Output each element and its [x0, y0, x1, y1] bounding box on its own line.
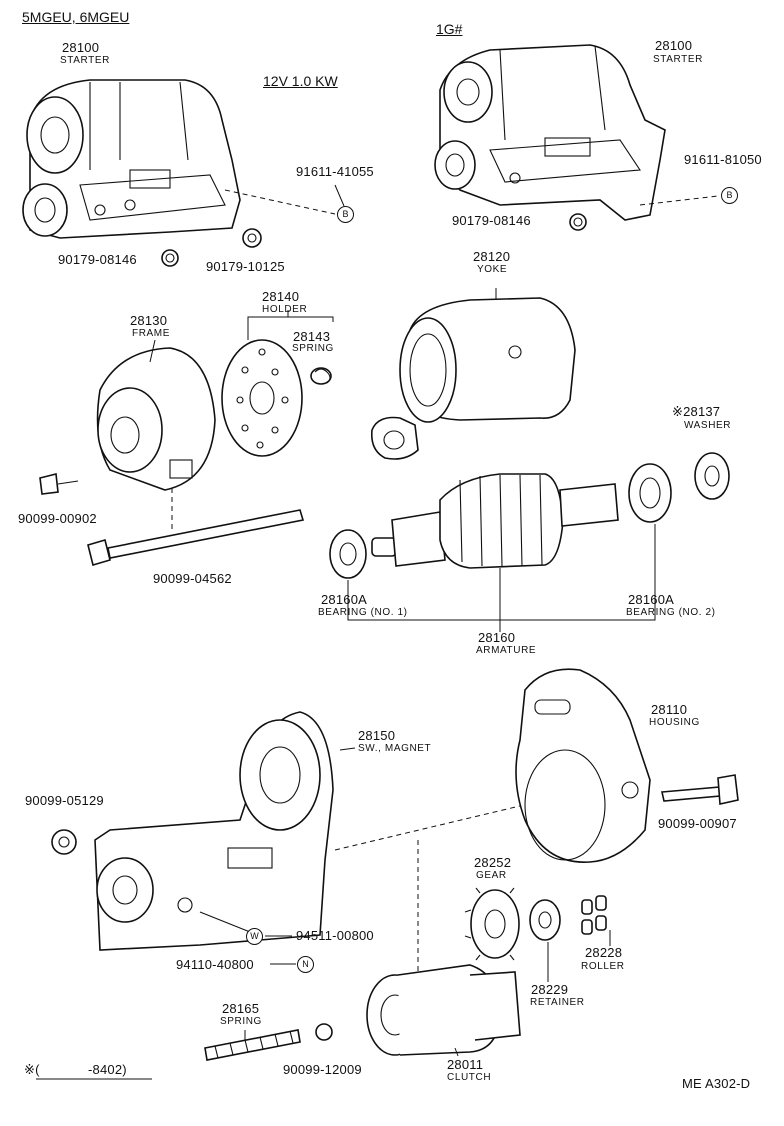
clutch-spring-drawing: [204, 1029, 301, 1061]
starter-left-drawing: [22, 79, 241, 239]
brush-spring-number: 28143: [293, 329, 331, 344]
bolt-left-mark: B: [337, 206, 354, 223]
bearing-1-drawing: [329, 529, 367, 579]
armature-drawing: [371, 473, 619, 569]
starter-left-number: 28100: [62, 40, 100, 55]
housing-drawing: [515, 668, 651, 863]
frame-drawing: [96, 347, 216, 491]
starter-left-name: STARTER: [60, 55, 110, 66]
washer-name: WASHER: [684, 420, 732, 431]
retainer-number: 28229: [531, 982, 569, 997]
brush-spring-drawing: [310, 367, 332, 385]
starter-right-number: 28100: [655, 38, 693, 53]
right-models-heading: 1G#: [436, 21, 463, 37]
footnote-range: -8402): [88, 1062, 127, 1077]
bolt-left-number: 91611-41055: [296, 164, 374, 179]
housing-name: HOUSING: [649, 717, 700, 728]
nut-right-drawing: [569, 213, 587, 231]
yoke-name: YOKE: [477, 264, 508, 275]
nut-w-mark: W: [246, 928, 263, 945]
holder-drawing: [221, 339, 303, 457]
housing-bolt-drawing: [661, 774, 739, 805]
rollers-drawing: [581, 895, 607, 935]
gear-name: GEAR: [476, 870, 507, 881]
clutch-name: CLUTCH: [447, 1072, 492, 1083]
washer-drawing: [694, 452, 730, 500]
nut-n-number: 94110-40800: [176, 957, 254, 972]
bearing-1-name: BEARING (NO. 1): [318, 607, 408, 618]
bearing-1-number: 28160A: [321, 592, 368, 607]
bolt-right-number: 91611-81050: [684, 152, 762, 167]
left-models-heading: 5MGEU, 6MGEU: [22, 9, 130, 25]
ball-drawing: [315, 1023, 333, 1041]
screw-frame-number: 90099-00902: [18, 511, 97, 526]
clutch-number: 28011: [447, 1057, 484, 1072]
nut-left-b-drawing: [242, 228, 262, 248]
nut-left-a-drawing: [161, 249, 179, 267]
brush-spring-name: SPRING: [292, 343, 334, 354]
magnet-nut-drawing: [51, 829, 77, 855]
bolt-right-mark: B: [721, 187, 738, 204]
washer-number: ※28137: [672, 404, 721, 419]
frame-name: FRAME: [132, 328, 170, 339]
starter-right-name: STARTER: [653, 54, 703, 65]
armature-number: 28160: [478, 630, 516, 645]
roller-name: ROLLER: [581, 961, 625, 972]
clutch-drawing: [366, 964, 521, 1056]
screw-frame-drawing: [39, 473, 79, 495]
spec-heading: 12V 1.0 KW: [263, 73, 338, 89]
holder-name: HOLDER: [262, 304, 308, 315]
retainer-drawing: [529, 899, 561, 941]
holder-number: 28140: [262, 289, 300, 304]
magnet-nut-number: 90099-05129: [25, 793, 104, 808]
ball-number: 90099-12009: [283, 1062, 362, 1077]
housing-bolt-number: 90099-00907: [658, 816, 737, 831]
gear-drawing: [464, 887, 520, 961]
roller-number: 28228: [585, 945, 623, 960]
through-bolt-drawing: [87, 509, 305, 567]
magnet-switch-number: 28150: [358, 728, 396, 743]
magnet-switch-drawing: [94, 711, 334, 951]
nut-left-b-number: 90179-10125: [206, 259, 285, 274]
armature-name: ARMATURE: [476, 645, 537, 656]
nut-w-number: 94511-00800: [296, 928, 374, 943]
footnote-mark: ※(: [24, 1062, 40, 1077]
yoke-drawing: [370, 297, 576, 460]
nut-n-mark: N: [297, 956, 314, 973]
bearing-2-name: BEARING (NO. 2): [626, 607, 716, 618]
retainer-name: RETAINER: [530, 997, 585, 1008]
clutch-spring-name: SPRING: [220, 1016, 262, 1027]
frame-number: 28130: [130, 313, 168, 328]
gear-number: 28252: [474, 855, 512, 870]
yoke-number: 28120: [473, 249, 511, 264]
housing-number: 28110: [651, 702, 688, 717]
magnet-switch-name: SW., MAGNET: [358, 743, 432, 754]
through-bolt-number: 90099-04562: [153, 571, 232, 586]
bearing-2-number: 28160A: [628, 592, 675, 607]
bearing-2-drawing: [628, 463, 672, 523]
nut-left-a-number: 90179-08146: [58, 252, 137, 267]
clutch-spring-number: 28165: [222, 1001, 260, 1016]
starter-right-drawing: [434, 44, 666, 221]
diagram-code: ME A302-D: [682, 1076, 751, 1091]
nut-right-number: 90179-08146: [452, 213, 531, 228]
